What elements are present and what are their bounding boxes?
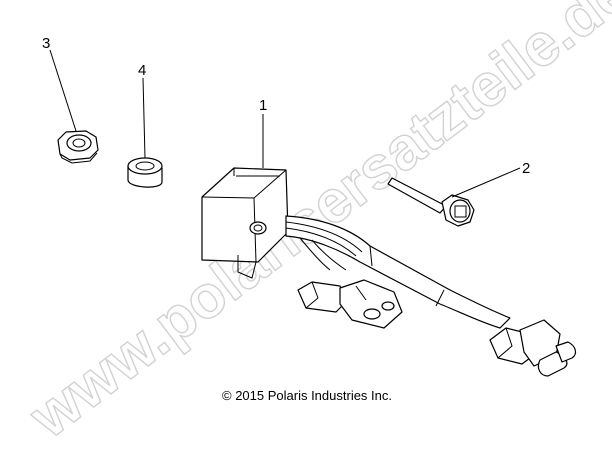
connector-right bbox=[489, 319, 577, 377]
callout-4: 4 bbox=[138, 62, 146, 79]
leader-line-2 bbox=[451, 167, 521, 198]
part-2-flange-bolt bbox=[387, 177, 475, 227]
connector-left bbox=[297, 279, 403, 329]
callout-2: 2 bbox=[522, 160, 530, 177]
wiring-harness bbox=[285, 215, 511, 329]
leader-line-4 bbox=[142, 77, 146, 159]
part-3-flange-nut bbox=[57, 130, 99, 164]
part-4-spacer bbox=[127, 157, 163, 188]
part-1-module bbox=[201, 167, 289, 279]
copyright-text: © 2015 Polaris Industries Inc. bbox=[222, 388, 392, 403]
callout-3: 3 bbox=[42, 35, 50, 52]
callout-1: 1 bbox=[259, 97, 267, 114]
leader-line-3 bbox=[49, 49, 77, 132]
